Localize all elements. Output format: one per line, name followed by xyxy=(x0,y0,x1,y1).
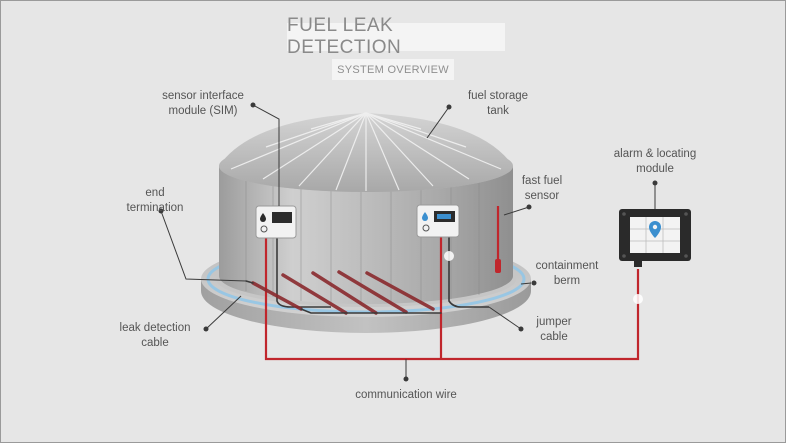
fast-fuel-sensor xyxy=(495,259,501,273)
fuel-storage-tank xyxy=(219,112,513,304)
label-fuel-storage-tank: fuel storage tank xyxy=(467,90,529,117)
label-alarm-locating-module: alarm & locating module xyxy=(613,148,697,175)
water-drop-icon xyxy=(260,213,266,222)
label-leak-detection-cable: leak detection cable xyxy=(119,322,191,349)
diagram-subtitle: SYSTEM OVERVIEW xyxy=(332,59,454,80)
power-icon xyxy=(260,225,268,233)
jumper-cable xyxy=(276,237,489,308)
communication-wire xyxy=(264,206,640,361)
diagram-title: FUEL LEAK DETECTION xyxy=(287,15,505,58)
label-containment-berm: containment berm xyxy=(535,260,599,287)
label-pointer-dots xyxy=(158,102,658,382)
label-communication-wire: communication wire xyxy=(355,389,457,401)
label-fast-fuel-sensor: fast fuel sensor xyxy=(521,175,563,202)
leak-detection-cable xyxy=(245,270,442,315)
sensor-interface-module-2 xyxy=(416,204,460,238)
power-icon xyxy=(422,224,430,232)
sensor-interface-module xyxy=(255,205,297,239)
label-jumper-cable: jumper cable xyxy=(536,316,572,343)
label-pointers xyxy=(205,104,656,379)
alarm-locating-module xyxy=(619,209,691,267)
diagram-subtitle-text: SYSTEM OVERVIEW xyxy=(337,63,449,76)
map-pin-icon xyxy=(649,221,661,238)
water-drop-icon xyxy=(422,212,428,221)
label-end-termination: end termination xyxy=(126,187,184,214)
connection-glow xyxy=(444,251,643,304)
label-sim: sensor interface module (SIM) xyxy=(162,90,244,117)
end-termination xyxy=(160,210,247,282)
diagram-title-text: FUEL LEAK DETECTION xyxy=(287,15,402,58)
